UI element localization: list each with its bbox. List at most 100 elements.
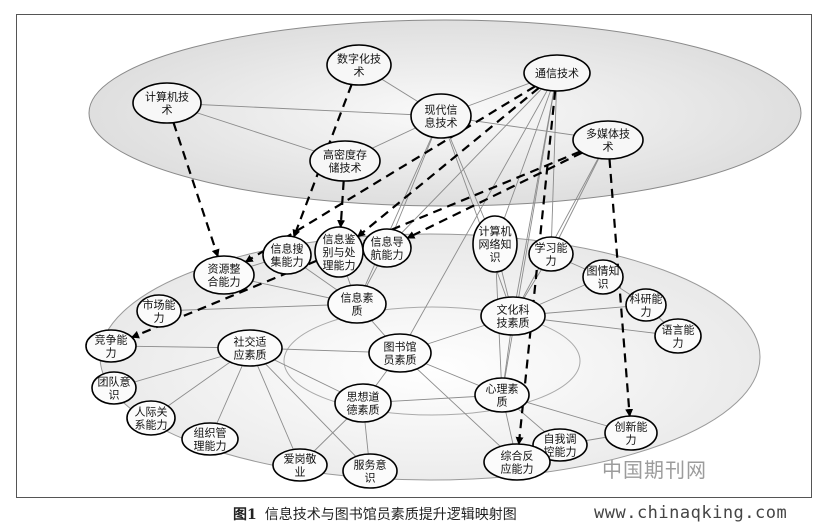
node-ellipse bbox=[572, 120, 644, 160]
link-multimedia-culture bbox=[512, 139, 609, 317]
node-ellipse bbox=[181, 422, 239, 456]
site-url: www.chinaqking.com bbox=[594, 503, 788, 523]
node-label-line: 力 bbox=[673, 337, 684, 350]
node-label-line: 理能力 bbox=[194, 439, 227, 453]
mapping-diagram: 数字化技术通信技术计算机技术现代信息技术多媒体技术高密度存储技术信息搜集能力信息… bbox=[85, 19, 802, 489]
node-ellipse bbox=[362, 228, 412, 268]
node-label-line: 社交适 bbox=[234, 335, 267, 349]
node-ellipse bbox=[342, 453, 398, 489]
node-label-line: 术 bbox=[354, 66, 365, 79]
node-label-line: 应能力 bbox=[501, 462, 534, 476]
node-label-line: 力 bbox=[154, 312, 165, 325]
node-ellipse bbox=[604, 415, 658, 451]
node-ellipse bbox=[528, 236, 574, 272]
link-comm-librarian bbox=[399, 72, 558, 354]
figure-caption-text: 信息技术与图书馆员素质提升逻辑映射图 bbox=[264, 507, 517, 523]
node-label-line: 心理素 bbox=[486, 383, 519, 396]
node-label-line: 网络知 bbox=[479, 237, 512, 251]
link-modern-infoquality bbox=[356, 115, 442, 305]
node-ellipse bbox=[132, 82, 202, 124]
node-ellipse bbox=[309, 140, 381, 182]
link-comm-netknow bbox=[494, 72, 558, 245]
node-label-line: 高密度存 bbox=[323, 148, 367, 162]
node-label-line: 团队意 bbox=[98, 375, 131, 389]
node-label-line: 集能力 bbox=[271, 255, 304, 269]
arrow-computer-resource bbox=[172, 122, 220, 258]
node-label-line: 图情知 bbox=[587, 264, 620, 278]
node-label-line: 信息鉴 bbox=[323, 232, 356, 246]
node-label-line: 思想道 bbox=[347, 390, 380, 404]
node-label-line: 计算机 bbox=[479, 224, 512, 238]
node-ellipse bbox=[368, 333, 432, 373]
inner-ring-ellipse bbox=[283, 306, 581, 416]
node-label-line: 信息素 bbox=[341, 291, 374, 305]
node-label-line: 信息导 bbox=[371, 235, 404, 249]
link-modern-infonav bbox=[386, 115, 442, 249]
node-label-line: 质 bbox=[497, 396, 508, 409]
node-ellipse bbox=[334, 383, 392, 423]
node-label-line: 应素质 bbox=[234, 348, 267, 362]
link-comm-infonav bbox=[386, 72, 558, 249]
node-ellipse bbox=[480, 296, 546, 336]
node-ellipse bbox=[91, 371, 137, 405]
node-ellipse bbox=[126, 400, 176, 436]
link-comm-learn bbox=[550, 72, 558, 255]
node-ellipse bbox=[625, 288, 667, 322]
node-label-line: 竞争能 bbox=[95, 333, 128, 347]
node-ellipse bbox=[327, 284, 387, 324]
node-label-line: 别与处 bbox=[323, 246, 356, 259]
node-label-line: 文化科 bbox=[497, 303, 530, 317]
node-label-line: 计算机技 bbox=[145, 90, 189, 104]
node-label-line: 力 bbox=[626, 434, 637, 447]
node-ellipse bbox=[136, 294, 182, 328]
node-label-line: 力 bbox=[106, 347, 117, 360]
link-social-dedication bbox=[249, 347, 301, 466]
node-label-line: 系能力 bbox=[135, 418, 168, 432]
node-label-line: 航能力 bbox=[371, 248, 404, 262]
link-infoquality-market bbox=[158, 303, 358, 312]
node-label-line: 爱岗敬 bbox=[284, 453, 317, 466]
node-ellipse bbox=[272, 448, 328, 482]
node-label-line: 合能力 bbox=[208, 275, 241, 289]
figure-frame: 数字化技术通信技术计算机技术现代信息技术多媒体技术高密度存储技术信息搜集能力信息… bbox=[16, 14, 812, 498]
node-label-line: 服务意 bbox=[354, 458, 387, 472]
node-label-line: 控能力 bbox=[544, 445, 577, 459]
node-label-line: 技素质 bbox=[497, 317, 530, 330]
node-label-line: 语言能 bbox=[662, 323, 695, 337]
node-label-line: 储技术 bbox=[329, 161, 362, 175]
node-label-line: 质 bbox=[352, 305, 363, 318]
node-label-line: 资源整 bbox=[208, 262, 241, 276]
node-label-line: 力 bbox=[546, 255, 557, 268]
node-label-line: 理能力 bbox=[323, 258, 356, 272]
node-label-line: 通信技术 bbox=[535, 67, 579, 80]
nodes: 数字化技术通信技术计算机技术现代信息技术多媒体技术高密度存储技术信息搜集能力信息… bbox=[85, 44, 702, 489]
node-ellipse bbox=[217, 329, 283, 367]
node-label-line: 息技术 bbox=[425, 116, 458, 130]
node-label-line: 多媒体技 bbox=[586, 127, 630, 141]
node-label-line: 市场能 bbox=[143, 298, 176, 312]
node-ellipse bbox=[474, 377, 530, 413]
arrow-multimedia-infonav bbox=[406, 151, 583, 240]
node-ellipse bbox=[472, 215, 518, 273]
